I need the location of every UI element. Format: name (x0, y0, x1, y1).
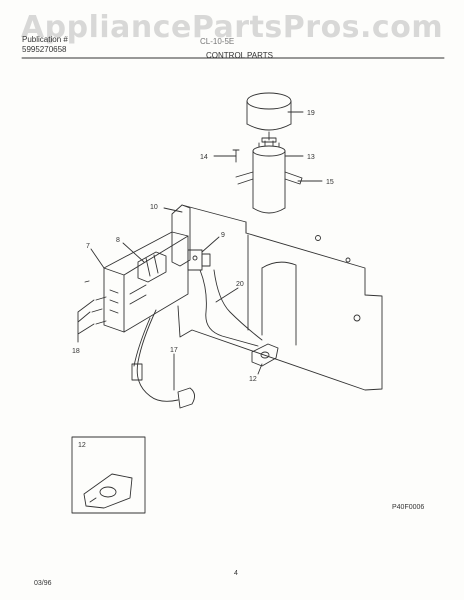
leader-9 (201, 236, 220, 253)
callout-13: 13 (307, 154, 315, 161)
thermostat (137, 251, 167, 283)
page-number: 4 (234, 570, 238, 577)
grommet (251, 343, 279, 367)
leader-12 (257, 363, 263, 375)
callout-20: 20 (236, 281, 244, 288)
leader-18 (77, 299, 95, 343)
leader-20 (215, 287, 239, 303)
callout-8: 8 (116, 237, 120, 244)
print-date: 03/96 (34, 580, 52, 587)
watermark: AppliancePartsPros.com (20, 10, 444, 45)
leader-10 (163, 207, 183, 213)
wire-harness (199, 269, 259, 347)
leader-8 (122, 242, 145, 263)
mounting-screws (84, 280, 107, 325)
callout-9: 9 (221, 232, 225, 239)
callout-12: 12 (249, 376, 257, 383)
callout-18: 18 (72, 348, 80, 355)
callout-17: 17 (170, 347, 178, 354)
publication-number: 5995270658 (22, 45, 67, 54)
inset-box (71, 436, 146, 514)
capacitor-strap (235, 171, 303, 185)
capacitor (252, 140, 286, 214)
section-title: CONTROL PARTS (206, 51, 273, 60)
power-cord (131, 309, 195, 409)
publication-label: Publication # (22, 35, 68, 44)
control-panel-bracket (177, 204, 383, 391)
figure-code: P40F0006 (392, 504, 425, 511)
callout-19: 19 (307, 110, 315, 117)
callout-14: 14 (200, 154, 208, 161)
capacitor-cap (246, 92, 292, 131)
callout-7: 7 (86, 243, 90, 250)
inset-callout-12: 12 (78, 442, 86, 449)
callout-15: 15 (326, 179, 334, 186)
control-box (103, 231, 189, 333)
callout-10: 10 (150, 204, 158, 211)
model-number: CL-10-5E (200, 37, 235, 46)
side-tab (171, 204, 191, 267)
leader-7 (90, 248, 105, 269)
selector-switch (187, 249, 211, 271)
